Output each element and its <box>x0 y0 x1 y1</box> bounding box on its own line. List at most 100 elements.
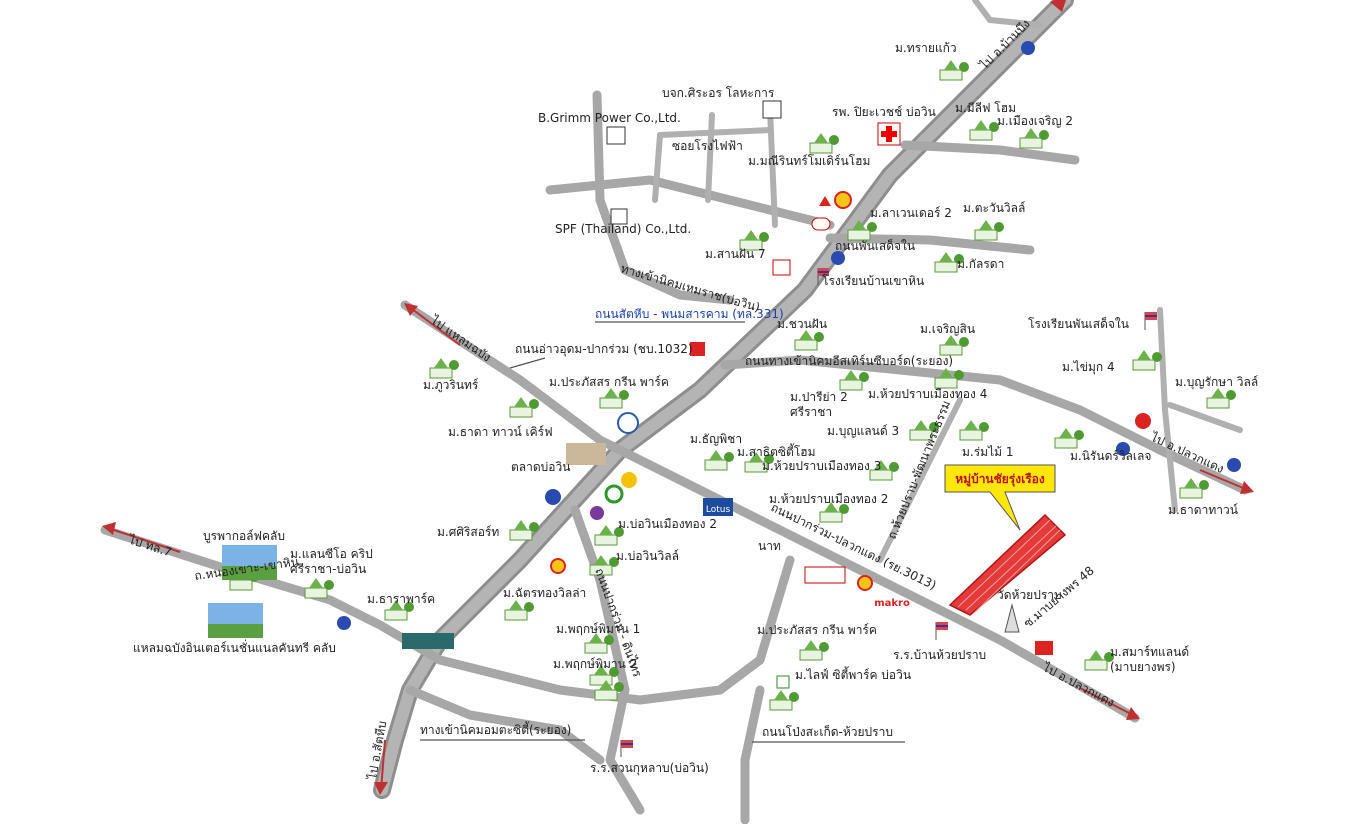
ptt-station-icon <box>1227 458 1241 472</box>
mitsubishi-icon <box>819 196 831 206</box>
place-label-golf2: แหลมฉบังอินเตอร์เนชั่นแนลคันทรี คลับ <box>133 639 336 655</box>
house-icon <box>304 578 334 599</box>
golf-course-image <box>208 603 263 638</box>
road-3013 <box>635 455 1140 723</box>
house-icon <box>1179 478 1209 499</box>
place-label-pyk: บจก.ศิระอร โลหะการ <box>662 86 775 100</box>
bank-icon <box>621 472 637 488</box>
house-icon <box>934 368 964 389</box>
house-icon <box>509 397 539 418</box>
place-label-khaimuk: ม.ไข่มุก 4 <box>1062 360 1115 375</box>
place-label-thara-town2: ม.ธาดาทาวน์ <box>1168 503 1238 517</box>
place-label-puwarin: ม.ภูวรินทร์ <box>423 378 479 393</box>
house-icon <box>794 330 824 351</box>
leader-road-1032 <box>509 357 546 369</box>
golf-course-image <box>222 545 277 580</box>
bigc-icon <box>690 342 705 356</box>
makro-label: makro <box>874 598 910 609</box>
factory-box-pyk <box>762 100 782 119</box>
hospital-icon <box>877 122 901 146</box>
place-label-bgrimm: B.Grimm Power Co.,Ltd. <box>538 111 681 125</box>
place-label-life-city: ม.ไลฟ์ ซิตี้พาร์ค บ่อวิน <box>795 666 911 682</box>
place-label-rommai: ม.ร่มไม้ 1 <box>962 445 1013 459</box>
house-icon <box>509 520 539 541</box>
house-icon <box>934 252 964 273</box>
road-pong-huaypraban <box>740 685 765 824</box>
homepro-icon <box>804 566 846 584</box>
label-road-phan-sadet: ถนนพันเสด็จใน <box>835 238 915 253</box>
place-label-market: ตลาดบ่อวิน <box>511 460 570 474</box>
label-dir-upper-left: ไป แหลมฉบัง <box>427 312 493 364</box>
arrow-top-right <box>1050 0 1066 12</box>
label-road-3013: ถนนปากร่วม-ปลวกแดง (รย.3013) <box>769 500 939 592</box>
place-label-tawan: ม.ตะวันวิลล์ <box>963 201 1025 215</box>
house-icon <box>909 420 939 441</box>
project-callout: หมู่บ้านชัยรุ่งเรือง <box>944 464 1056 531</box>
ptt-station-icon <box>1021 41 1035 55</box>
place-label-thara-town: ม.ธาดา ทาวน์ เคิร์ฟ <box>448 425 553 439</box>
place-label-landmark: ม.แลนซีโอ คริปศรีราชา-บ่อวิน <box>290 547 373 576</box>
label-road-1032: ถนนอ่าวอุดม-ปากร่วม (ชบ.1032) <box>515 342 693 357</box>
place-label-thara-park: ม.ธาราพาร์ค <box>367 592 435 606</box>
place-label-chuanfan: ม.ชวนฝัน <box>777 317 827 331</box>
factory-box-spf <box>610 208 628 225</box>
road-right-branch <box>1167 402 1243 433</box>
place-label-sirisot: ม.ศศิริสอร์ท <box>437 525 499 539</box>
temple-icon <box>1004 603 1020 633</box>
road-right-vertical <box>1157 307 1178 513</box>
house-icon <box>819 502 849 523</box>
label-road-pong-huaypraban: ถนนโป่งสะเก็ด-ห้วยปราบ <box>762 724 893 739</box>
house-icon <box>594 525 624 546</box>
house-icon <box>959 420 989 441</box>
place-label-kanlada: ม.กัลรดา <box>957 257 1004 271</box>
label-road-eastern-seaboard: ถนนทางเข้านิคมอีสเทิร์นซีบอร์ด(ระยอง) <box>745 354 953 368</box>
place-label-mili: ม.มีลีฟ โฮม <box>955 101 1016 115</box>
shell-station-icon <box>834 191 852 209</box>
place-label-smart-land: ม.สมาร์ทแลนด์(มาบยางพร) <box>1110 645 1189 674</box>
label-road-amata: ทางเข้านิคมอมตะซิตี้(ระยอง) <box>420 721 571 737</box>
school-flag-icon <box>817 268 829 285</box>
house-icon <box>839 370 869 391</box>
road-industrial-vertical-1 <box>592 90 735 305</box>
mega-icon <box>402 633 454 649</box>
house-icon <box>504 600 534 621</box>
place-label-prapat-green: ม.ประภัสสร กรีน พาร์ค <box>757 623 877 637</box>
house-icon <box>769 690 799 711</box>
place-label-lavender: ม.ลาเวนเดอร์ 2 <box>870 206 952 220</box>
ptt-station-icon <box>1116 442 1130 456</box>
road-soi-power-2 <box>705 112 715 203</box>
road-amata <box>405 685 605 765</box>
school-flag-icon <box>935 622 948 640</box>
house-icon <box>969 120 999 141</box>
project-plot[interactable] <box>948 513 1067 616</box>
label-dir-left: ไป ทล.7 <box>126 532 173 559</box>
place-label-hospital: รพ. ปิยะเวชช์ บ่อวิน <box>832 105 936 119</box>
house-icon <box>744 452 774 473</box>
arrow-bottom-left <box>374 739 388 795</box>
house-icon <box>1054 428 1084 449</box>
place-label-nart: นาท <box>758 539 781 553</box>
arrow-right-lower <box>1079 687 1140 720</box>
house-icon <box>809 133 839 154</box>
house-icon <box>1019 128 1049 149</box>
shell-station-icon <box>857 575 873 591</box>
road-pakruam-dinthai <box>570 505 645 815</box>
factory-box-bgrimm <box>606 126 626 145</box>
school-flag-icon <box>1144 312 1157 330</box>
ptt-station-icon <box>545 489 561 505</box>
place-label-ninrin: ม.นิรันดร์วิลเลจ <box>1070 449 1151 463</box>
house-icon <box>594 680 624 701</box>
place-label-sai-kaew: ม.ทรายแก้ว <box>895 41 957 55</box>
place-label-charoensin: ม.เจริญสิน <box>920 322 975 336</box>
road-hospital-east <box>900 140 1080 165</box>
place-label-nattong: ม.ฉัตรทองวิลล่า <box>503 586 586 600</box>
road-eastern-seaboard <box>720 355 1250 495</box>
place-label-boonland: ม.บุญแลนด์ 3 <box>827 424 899 439</box>
house-icon <box>847 220 877 241</box>
house-icon <box>799 640 829 661</box>
house-icon <box>869 460 899 481</box>
arrow-upper-left <box>404 303 461 346</box>
house-icon <box>1084 650 1114 671</box>
